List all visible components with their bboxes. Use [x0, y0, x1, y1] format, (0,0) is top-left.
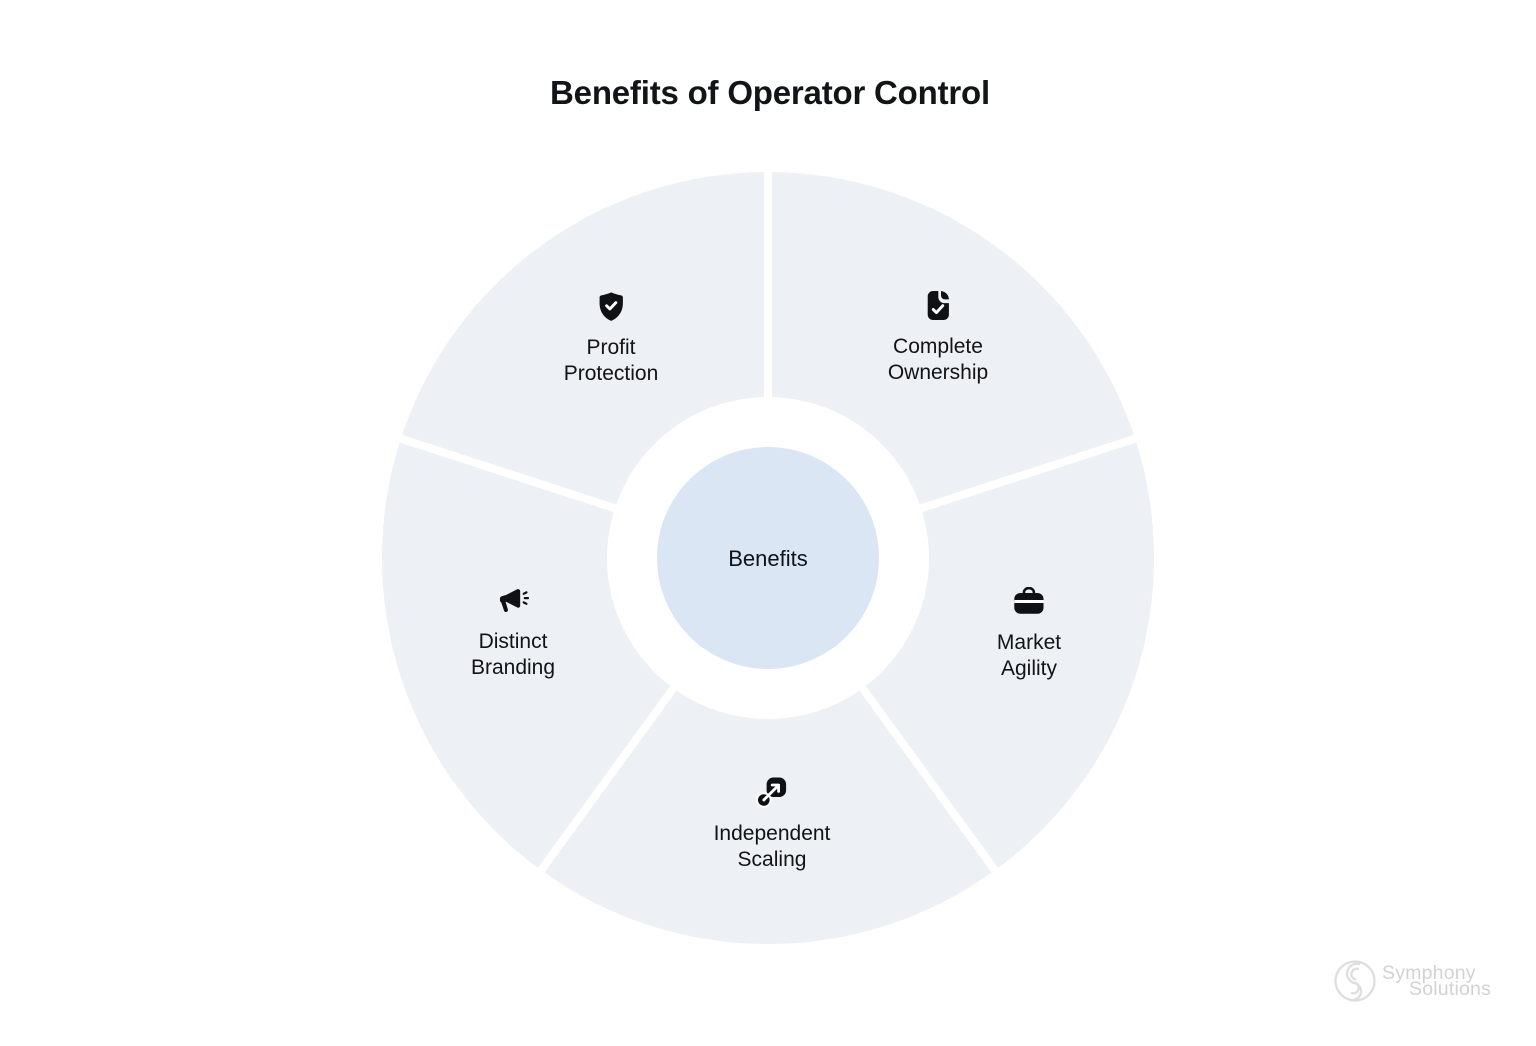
- icon-box: [756, 775, 788, 809]
- wheel-center-label: Benefits: [728, 546, 808, 571]
- logo-text-line2: Solutions: [1409, 977, 1492, 1000]
- logo-text-line1: Symphony: [1382, 962, 1476, 984]
- segment-item-independent-scaling: Independent Scaling: [713, 775, 831, 873]
- segment-label: Profit Protection: [563, 336, 659, 385]
- briefcase-icon: [1014, 587, 1044, 614]
- icon-box: [925, 288, 952, 322]
- document-check-icon: [927, 290, 949, 320]
- segment-label: Market Agility: [996, 631, 1062, 680]
- scale-up-icon: [756, 777, 787, 808]
- shield-check-icon: [599, 291, 623, 321]
- benefits-wheel: [381, 172, 1155, 945]
- segment-item-profit-protection: Profit Protection: [563, 289, 659, 387]
- center-circle: [657, 447, 879, 669]
- megaphone-icon: [500, 589, 530, 612]
- diagram-title: Benefits of Operator Control: [550, 74, 990, 111]
- icon-box: [495, 583, 531, 617]
- segment-label: Distinct Branding: [470, 630, 556, 679]
- segment-label: Complete Ownership: [887, 335, 989, 384]
- segment-item-market-agility: Market Agility: [997, 584, 1061, 682]
- symphony-solutions-logo: Symphony Solutions: [1332, 956, 1512, 1020]
- segment-item-distinct-branding: Distinct Branding: [471, 583, 555, 681]
- segment-label: Independent Scaling: [713, 822, 831, 871]
- logo-mark-icon: [1334, 960, 1376, 1002]
- wheel-segment-independent-scaling: [541, 558, 995, 945]
- segment-item-complete-ownership: Complete Ownership: [888, 288, 988, 386]
- icon-box: [1013, 584, 1045, 618]
- logo-text: Symphony Solutions: [1382, 962, 1492, 1000]
- icon-box: [597, 289, 624, 323]
